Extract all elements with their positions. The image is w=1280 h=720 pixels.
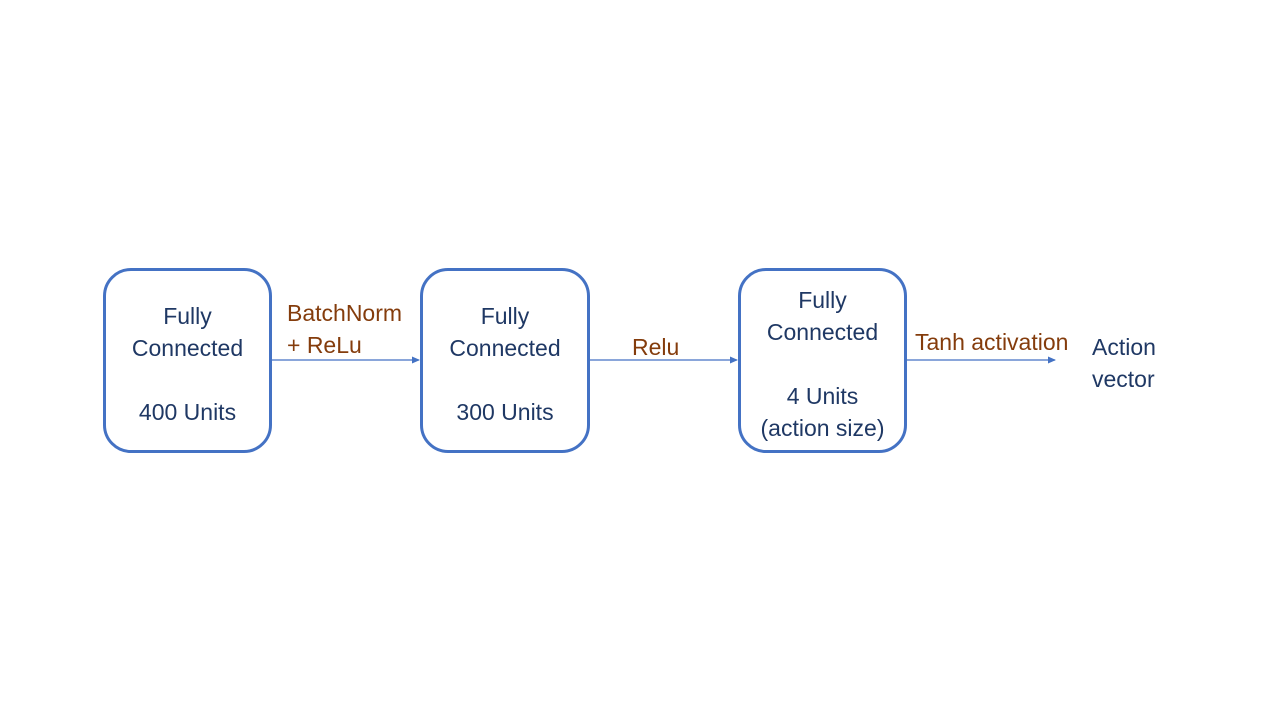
fc-layer-1-line1: Fully xyxy=(163,303,212,329)
fc-layer-1-spacer xyxy=(106,364,269,396)
edge-label-relu: Relu xyxy=(632,334,680,360)
fc-layer-2-box: Fully Connected 300 Units xyxy=(420,268,590,453)
fc-layer-1-box: Fully Connected 400 Units xyxy=(103,268,272,453)
fc-layer-2-line1: Fully xyxy=(480,303,530,329)
fc-layer-1-line2: Connected xyxy=(131,335,244,361)
fc-layer-2-units: 300 Units xyxy=(456,399,554,425)
fc-layer-3-box: Fully Connected 4 Units (action size) xyxy=(738,268,907,453)
fc-layer-3-line1: Fully xyxy=(798,287,847,313)
fc-layer-3-line2: Connected xyxy=(766,319,879,345)
fc-layer-3-units: 4 Units xyxy=(786,383,859,409)
edge-label-batchnorm-relu: BatchNorm + ReLu xyxy=(287,297,402,361)
fc-layer-3-note: (action size) xyxy=(760,415,885,441)
fc-layer-2-spacer xyxy=(423,364,587,396)
fc-layer-1-units: 400 Units xyxy=(138,399,237,425)
output-line2: vector xyxy=(1092,366,1155,392)
output-label: Action vector xyxy=(1092,331,1156,395)
edge-label-1-line1: BatchNorm xyxy=(287,300,403,326)
output-line1: Action xyxy=(1092,334,1156,360)
edge-label-tanh: Tanh activation xyxy=(915,329,1069,355)
fc-layer-3-spacer xyxy=(741,348,904,380)
fc-layer-2-line2: Connected xyxy=(449,335,561,361)
edge-label-1-line2: + ReLu xyxy=(287,332,362,358)
